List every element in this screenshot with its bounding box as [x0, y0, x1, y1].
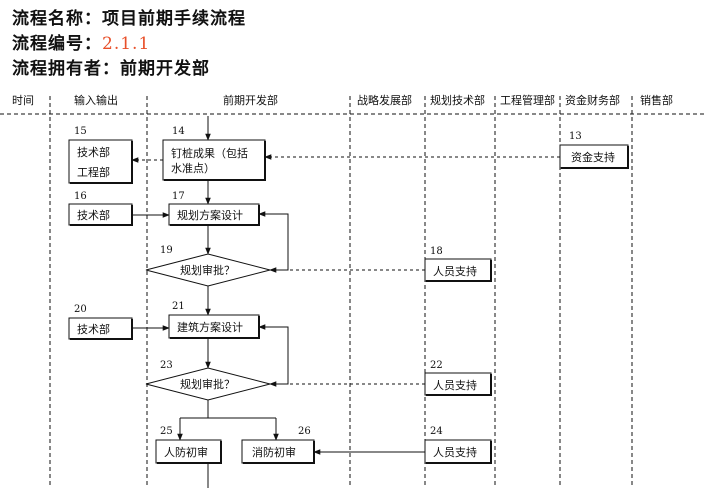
node-19-text: 规划审批？: [180, 263, 235, 277]
node-22-number: 22: [430, 360, 443, 371]
lane-label-io: 输入输出: [74, 93, 118, 107]
process-owner-label: 流程拥有者：: [12, 59, 120, 79]
arrow-23-loop-to-21: [258, 324, 289, 385]
node-22-text: 人员支持: [433, 378, 477, 392]
node-15-text-line2: 工程部: [77, 165, 110, 179]
arrow-19-loop-to-17: [258, 211, 289, 271]
node-25-text: 人防初审: [164, 445, 208, 459]
node-21-number: 21: [172, 301, 185, 312]
node-19-number: 19: [160, 245, 173, 256]
lane-label-development: 前期开发部: [223, 93, 278, 107]
node-18-number: 18: [430, 246, 443, 257]
process-code-label: 流程编号：: [12, 34, 102, 54]
process-owner-row: 流程拥有者：前期开发部: [12, 54, 210, 79]
process-name-label: 流程名称：: [12, 9, 102, 29]
node-13-number: 13: [569, 131, 582, 142]
node-24-text: 人员支持: [433, 445, 477, 459]
process-code-row: 流程编号：2.1.1: [12, 29, 150, 54]
process-owner-value: 前期开发部: [120, 59, 210, 79]
node-14-text-line2: 水准点）: [171, 162, 215, 175]
node-14-text-line1: 钉桩成果（包括: [171, 146, 248, 160]
node-16-number: 16: [74, 191, 87, 202]
lane-label-strategy: 战略发展部: [357, 93, 412, 107]
lane-label-sales: 销售部: [640, 93, 673, 107]
node-13-text: 资金支持: [571, 150, 615, 164]
node-15-text-line1: 技术部: [77, 145, 110, 159]
lane-label-planning-tech: 规划技术部: [430, 93, 485, 107]
node-18-text: 人员支持: [433, 264, 477, 278]
node-17-number: 17: [172, 191, 185, 202]
lane-label-finance: 资金财务部: [565, 93, 620, 107]
node-23-number: 23: [160, 360, 173, 371]
node-20-text: 技术部: [77, 322, 110, 336]
node-15-number: 15: [74, 126, 87, 137]
node-21-text: 建筑方案设计: [177, 320, 243, 334]
node-14-number: 14: [172, 126, 185, 137]
process-name-row: 流程名称：项目前期手续流程: [12, 4, 246, 29]
process-name-value: 项目前期手续流程: [102, 9, 246, 29]
node-25-number: 25: [160, 426, 173, 437]
node-26-number: 26: [298, 426, 311, 437]
node-16-text: 技术部: [77, 208, 110, 222]
node-24-number: 24: [430, 426, 443, 437]
node-17-text: 规划方案设计: [177, 208, 243, 222]
lane-label-engineering: 工程管理部: [500, 93, 555, 107]
node-20-number: 20: [74, 304, 87, 315]
node-23-text: 规划审批？: [180, 377, 235, 391]
node-15-box: [68, 139, 133, 184]
process-code-value: 2.1.1: [102, 34, 151, 54]
node-26-text: 消防初审: [252, 445, 296, 459]
lane-label-time: 时间: [12, 94, 34, 107]
